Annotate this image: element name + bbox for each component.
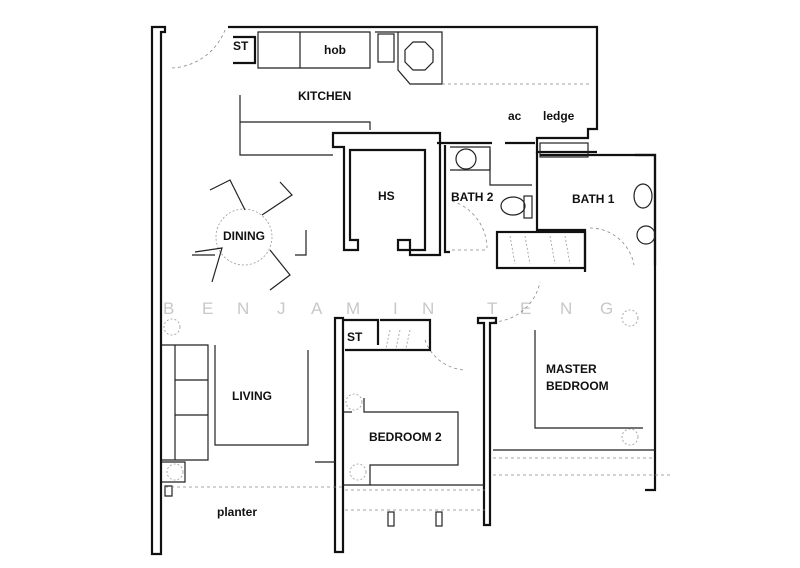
bedroom2-store-label: ST — [347, 330, 363, 344]
watermark-letter: I — [393, 299, 398, 318]
hs-label: HS — [378, 189, 395, 203]
master-bedroom-label-line2: BEDROOM — [546, 379, 609, 393]
ac-label: ac — [508, 109, 522, 123]
watermark-letter: E — [202, 299, 213, 318]
room-labels: ST hob KITCHEN ac ledge HS BATH 2 BATH 1… — [217, 39, 615, 519]
hob-label: hob — [324, 43, 346, 57]
ledge-label: ledge — [543, 109, 575, 123]
bath1-label: BATH 1 — [572, 192, 615, 206]
living-label: LIVING — [232, 389, 272, 403]
watermark-letter: A — [311, 299, 323, 318]
watermark-letter: T — [487, 299, 497, 318]
bedroom2-label: BEDROOM 2 — [369, 430, 442, 444]
watermark-letter: N — [422, 299, 434, 318]
planter-label: planter — [217, 505, 257, 519]
watermark: B E N J A M I N T E N G — [163, 299, 613, 318]
dining-label: DINING — [223, 229, 265, 243]
watermark-letter: G — [600, 299, 613, 318]
watermark-letter: B — [163, 299, 174, 318]
walls — [150, 25, 670, 556]
watermark-letter: N — [237, 299, 249, 318]
watermark-letter: M — [346, 299, 360, 318]
watermark-letter: J — [277, 299, 286, 318]
watermark-letter: E — [520, 299, 531, 318]
bath2-label: BATH 2 — [451, 190, 494, 204]
kitchen-store-label: ST — [233, 39, 249, 53]
master-bedroom-label-line1: MASTER — [546, 362, 597, 376]
kitchen-label: KITCHEN — [298, 89, 351, 103]
watermark-letter: N — [560, 299, 572, 318]
